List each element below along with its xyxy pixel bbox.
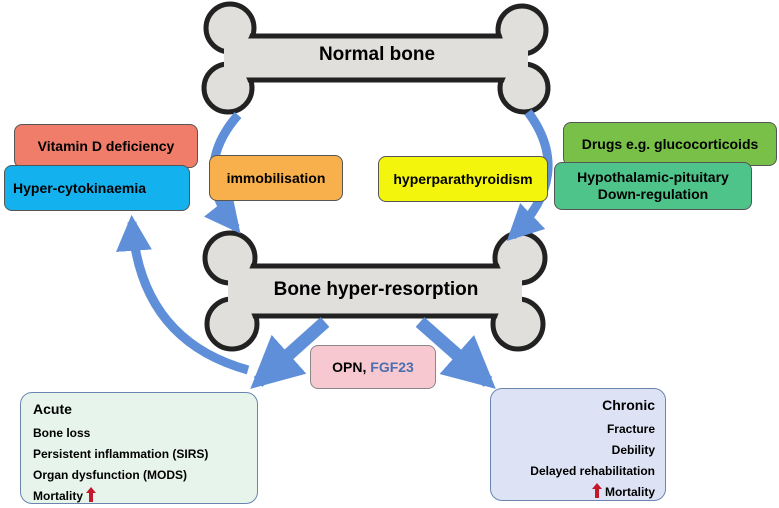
chronic-item: Debility: [611, 443, 655, 457]
acute-panel: Acute Bone loss Persistent inflammation …: [20, 392, 258, 504]
acute-item: Mortality: [33, 489, 84, 503]
vitamin-d-deficiency-box: Vitamin D deficiency: [14, 124, 198, 168]
chronic-mortality-row: Mortality: [501, 482, 655, 503]
arrow-resorption-to-chronic: [415, 317, 496, 389]
arrow-resorption-to-acute: [250, 317, 330, 389]
resorption-bone-label: Bone hyper-resorption: [273, 279, 479, 300]
normal-bone-label: Normal bone: [318, 44, 436, 65]
chronic-title: Chronic: [602, 397, 655, 413]
drugs-glucocorticoids-box: Drugs e.g. glucocorticoids: [563, 122, 777, 166]
mortality-up-arrow-icon: [86, 487, 97, 502]
hyper-cytokinaemia-box: Hyper-cytokinaemia: [4, 165, 190, 211]
chronic-panel: Chronic Fracture Debility Delayed rehabi…: [490, 388, 666, 501]
mortality-up-arrow-icon: [591, 483, 602, 498]
immobilisation-box: immobilisation: [209, 155, 343, 201]
hpa-line-1: Hypothalamic-pituitary: [577, 169, 729, 185]
hyperparathyroidism-box: hyperparathyroidism: [378, 156, 548, 202]
arrow-acute-to-cytokinaemia: [116, 214, 250, 375]
hypothalamic-pituitary-box: Hypothalamic-pituitary Down-regulation: [554, 162, 752, 210]
fgf23-label: FGF23: [370, 358, 414, 375]
acute-mortality-row: Mortality: [33, 486, 245, 507]
normal-bone-shape: [201, 1, 551, 115]
opn-label: OPN,: [332, 358, 367, 375]
chronic-item: Delayed rehabilitation: [530, 464, 655, 478]
mediators-box: OPN, FGF23: [310, 345, 436, 389]
acute-title: Acute: [33, 401, 72, 417]
hpa-line-2: Down-regulation: [597, 186, 709, 202]
acute-item: Persistent inflammation (SIRS): [33, 447, 209, 461]
resorption-bone-shape: [202, 230, 548, 352]
acute-item: Bone loss: [33, 426, 91, 440]
chronic-item: Mortality: [604, 485, 655, 499]
acute-item: Organ dysfunction (MODS): [33, 468, 187, 482]
chronic-item: Fracture: [606, 422, 655, 436]
